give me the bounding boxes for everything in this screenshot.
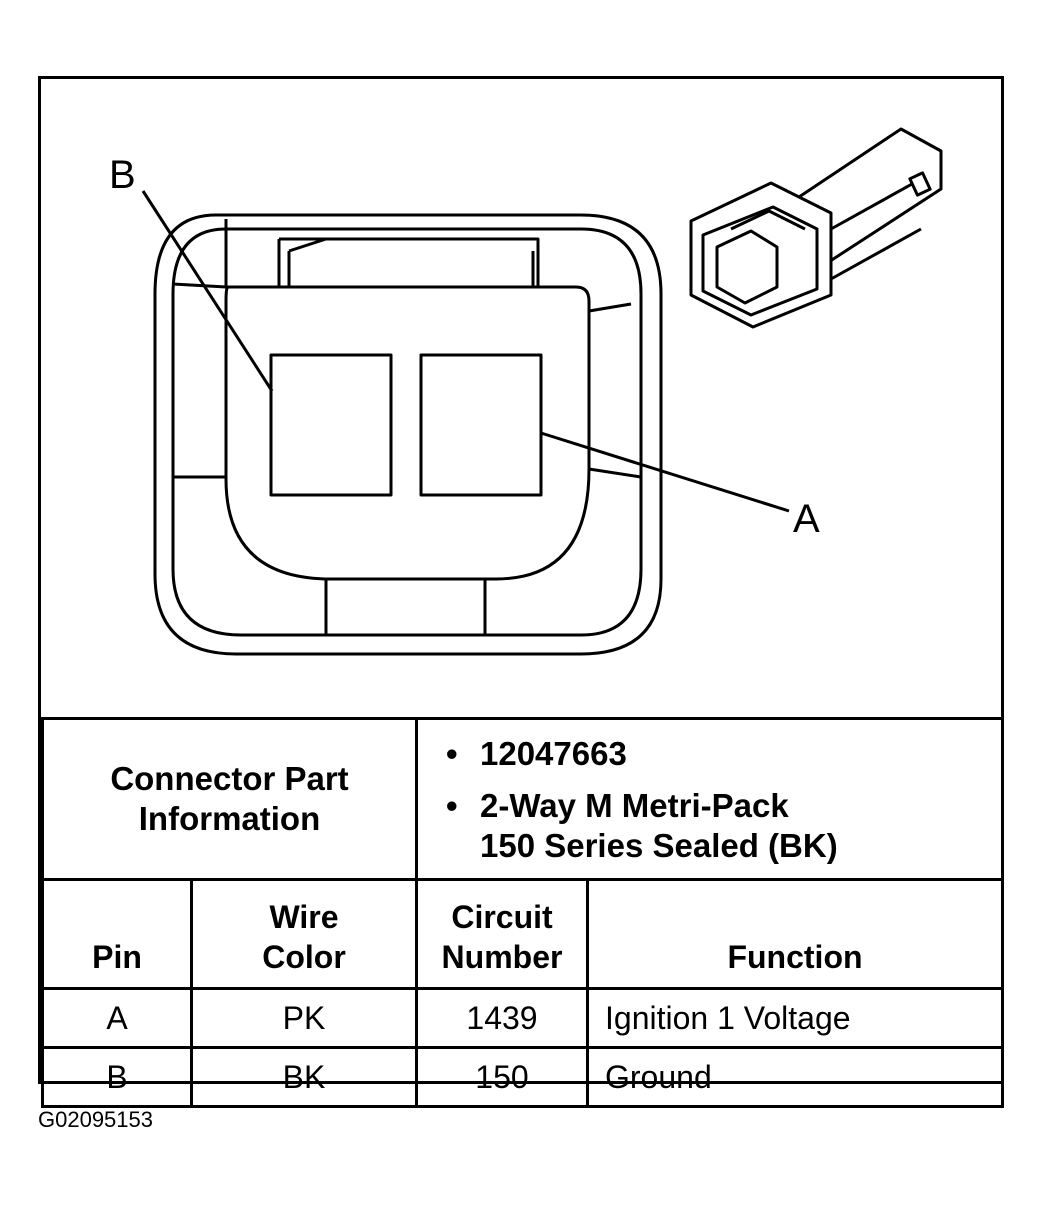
row-b-function: Ground	[586, 1046, 1004, 1108]
connector-figure: B A Connector Part Information 12047663 …	[38, 76, 1004, 1108]
connector-part-details: 12047663 2-Way M Metri-Pack 150 Series S…	[415, 717, 1004, 881]
row-a-wire-color: PK	[190, 987, 418, 1049]
terminal-cavity-a	[419, 353, 543, 497]
column-header-pin: Pin	[41, 878, 193, 990]
row-b-wire-color: BK	[190, 1046, 418, 1108]
circuit-header-line-2: Number	[441, 939, 563, 975]
column-header-row: Pin Wire Color Circuit Number Function	[41, 878, 1004, 990]
table-row: A PK 1439 Ignition 1 Voltage	[41, 987, 1004, 1049]
connector-face-drawing	[141, 127, 943, 656]
row-b-circuit: 150	[415, 1046, 589, 1108]
row-a-function: Ignition 1 Voltage	[586, 987, 1004, 1049]
wire-color-header-line-1: Wire	[269, 899, 339, 935]
connector-bottom-rib	[324, 579, 487, 635]
callout-b-label: B	[109, 153, 136, 197]
circuit-header-line-1: Circuit	[451, 899, 553, 935]
connector-latch-tab	[277, 237, 540, 287]
row-a-circuit: 1439	[415, 987, 589, 1049]
terminal-cavity-b	[269, 353, 393, 497]
description-line-2: 150 Series Sealed (BK)	[480, 827, 838, 864]
table-row: B BK 150 Ground	[41, 1046, 1004, 1108]
part-number: 12047663	[446, 734, 1001, 774]
row-b-pin: B	[41, 1046, 193, 1108]
column-header-circuit-number: Circuit Number	[415, 878, 589, 990]
connector-perspective-sketch	[689, 127, 943, 329]
callout-b-leader	[141, 190, 274, 392]
figure-id: G02095153	[38, 1107, 153, 1132]
connector-description: 2-Way M Metri-Pack 150 Series Sealed (BK…	[446, 786, 1001, 866]
wire-color-header-line-2: Color	[262, 939, 346, 975]
callout-a-label: A	[793, 497, 820, 541]
connector-cavity-face	[224, 285, 591, 581]
connector-inner-outline	[171, 227, 643, 637]
connector-side-ribs	[172, 219, 642, 479]
callout-a-leader	[540, 431, 790, 513]
connector-outer-housing	[153, 213, 663, 656]
connector-info-table: Connector Part Information 12047663 2-Wa…	[41, 717, 1004, 1108]
row-a-pin: A	[41, 987, 193, 1049]
connector-part-row: Connector Part Information 12047663 2-Wa…	[41, 717, 1004, 881]
description-line-1: 2-Way M Metri-Pack	[480, 787, 789, 824]
column-header-wire-color: Wire Color	[190, 878, 418, 990]
connector-part-label: Connector Part Information	[41, 717, 418, 881]
column-header-function: Function	[586, 878, 1004, 990]
